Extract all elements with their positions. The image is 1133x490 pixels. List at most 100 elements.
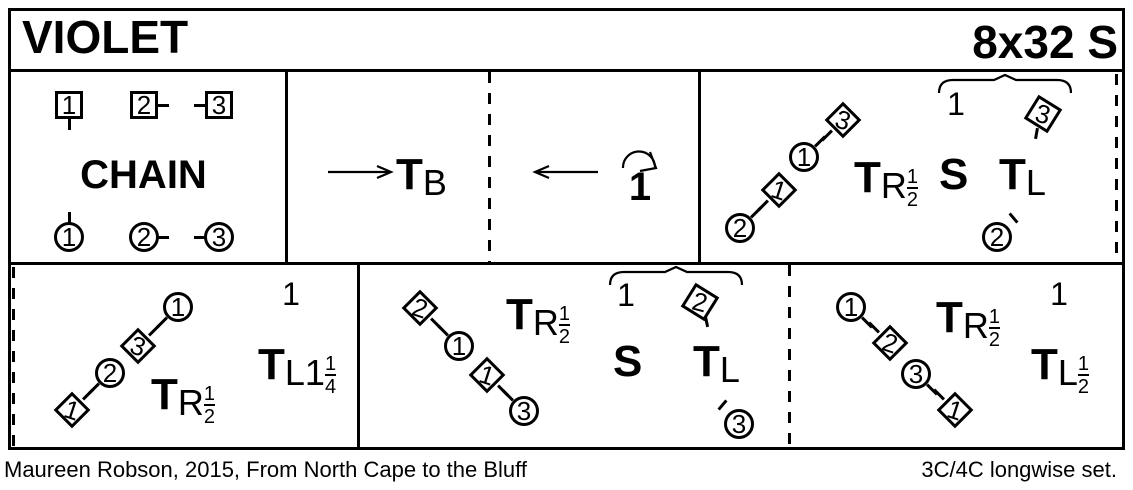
bar-count-label: 1	[617, 277, 635, 313]
turn-left-notation: TL	[999, 150, 1046, 201]
dancer-number: 1	[170, 292, 186, 322]
set-notation: S	[613, 337, 643, 386]
circle-shape	[129, 222, 159, 252]
fraction-denominator: 2	[906, 187, 919, 211]
dancer-number: 2	[136, 90, 152, 120]
turn-letter: T	[936, 293, 963, 342]
dancer-number: 1	[796, 142, 812, 172]
dancer-2m: 2	[401, 289, 443, 330]
square-shape	[205, 91, 233, 119]
dancer-1m: 1	[53, 388, 95, 429]
dancer-number: 3	[1032, 97, 1054, 131]
dancer-3m: 3	[194, 90, 234, 120]
circle-shape	[444, 331, 474, 361]
facing-tick-icon	[194, 103, 205, 107]
bar-count-label: 1	[947, 86, 965, 122]
bar-count-label: 1	[282, 276, 300, 312]
fraction-denominator: 2	[1077, 374, 1090, 398]
circle-shape	[95, 358, 125, 388]
credit-line: Maureen Robson, 2015, From North Cape to…	[4, 457, 527, 482]
turn-subscript: R	[880, 165, 907, 206]
turn-letter: T	[151, 370, 178, 419]
phrase-divider-dashed	[788, 265, 791, 447]
dancer-1m: 1	[932, 388, 974, 429]
dancer-1m: 1	[54, 90, 84, 130]
turn-letter: T	[999, 150, 1026, 199]
circle-shape	[982, 222, 1012, 252]
phrase-brace-icon	[937, 73, 1073, 94]
dancer-number: 2	[689, 285, 711, 319]
fraction-numerator: 1	[1077, 353, 1090, 375]
circle-shape	[789, 142, 819, 172]
facing-tick-icon	[194, 235, 205, 239]
repeat-mark-dashed	[12, 267, 15, 447]
phrase-brace-icon	[608, 265, 744, 286]
dancer-number: 3	[908, 359, 924, 389]
turn-letter: T	[693, 337, 720, 386]
dancer-number: 1	[61, 222, 77, 252]
square-shape	[130, 91, 158, 119]
dancer-number: 1	[61, 90, 77, 120]
turn-both-hands-notation: TB	[396, 150, 447, 201]
turn-letter: T	[396, 150, 423, 199]
dancer-2w: 2	[129, 222, 169, 252]
circle-shape	[54, 222, 84, 252]
circle-shape	[204, 222, 234, 252]
circle-shape	[509, 396, 539, 426]
square-shape	[55, 91, 83, 119]
turn-subscript: R	[962, 305, 989, 346]
dancer-3m-corner: 3	[1023, 94, 1063, 140]
facing-tick-icon	[158, 103, 169, 107]
fraction-denominator: 2	[558, 324, 571, 348]
facing-tick-icon	[67, 212, 71, 223]
turn-subscript: L	[1025, 162, 1046, 203]
fraction-numerator: 1	[558, 303, 571, 325]
dancer-number: 1	[451, 331, 467, 361]
dancer-2m-corner: 2	[680, 282, 720, 328]
dancer-1w: 1	[436, 324, 474, 361]
fraction-numerator: 1	[203, 383, 216, 405]
circle-shape	[724, 409, 754, 439]
dancer-1w: 1	[54, 212, 84, 252]
turn-subscript: L1	[284, 352, 325, 393]
phrase-divider-dashed	[488, 72, 491, 262]
turn-subscript: L	[719, 349, 740, 390]
bar-divider	[357, 262, 360, 450]
title-separator	[8, 69, 1125, 72]
dancer-2m: 2	[129, 90, 169, 120]
turn-letter: T	[258, 340, 285, 389]
fraction-denominator: 4	[324, 374, 337, 398]
dancer-number: 2	[136, 222, 152, 252]
left-arrow-icon	[532, 164, 598, 180]
fraction-numerator: 1	[988, 306, 1001, 328]
dancer-1w: 1	[836, 292, 874, 329]
set-notation: S	[939, 150, 969, 199]
circle-shape	[725, 213, 755, 243]
bar-count-label: 1	[1050, 276, 1068, 312]
dancer-2w: 2	[982, 212, 1019, 252]
dancer-3w: 3	[194, 222, 234, 252]
turn-subscript: B	[422, 162, 447, 203]
diagram-border	[8, 8, 1125, 450]
dancer-1m: 1	[756, 171, 798, 212]
bar-divider	[698, 69, 701, 265]
dancer-number: 2	[102, 358, 118, 388]
turn-subscript: L	[1057, 352, 1078, 393]
dancer-1w: 1	[789, 135, 827, 172]
time-signature: 8x32 S	[972, 16, 1118, 68]
fraction-denominator: 2	[203, 404, 216, 428]
set-type-label: 3C/4C longwise set.	[921, 457, 1117, 482]
bar-divider	[285, 69, 288, 265]
repeat-mark-dashed	[1115, 74, 1118, 262]
turn-letter: T	[854, 153, 881, 202]
dancer-2m: 2	[867, 321, 909, 362]
turn-subscript: R	[532, 302, 559, 343]
